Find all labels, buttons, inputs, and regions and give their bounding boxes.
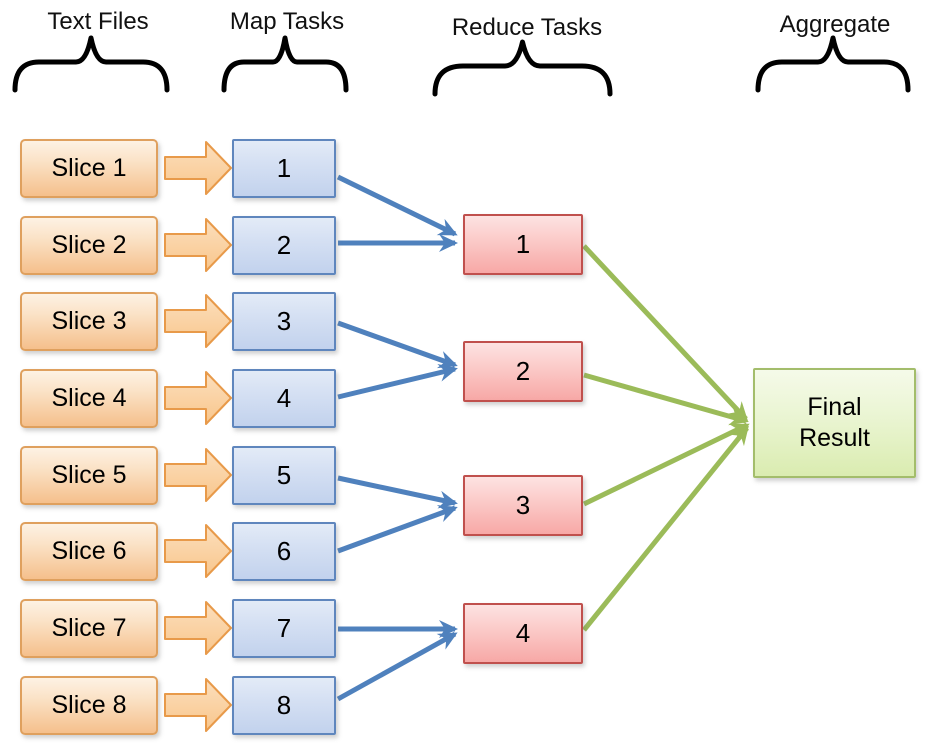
arrow-reduce4-final <box>582 425 749 632</box>
reduce-task-label: 3 <box>515 490 531 520</box>
map-task-label: 6 <box>276 536 292 566</box>
arrow-map3-reduce2 <box>337 320 458 369</box>
arrow-map1-reduce1 <box>336 174 458 237</box>
map-task-box-3: 3 <box>232 292 336 351</box>
slice-label: Slice 1 <box>51 154 127 182</box>
arrow-reduce2-final <box>583 372 749 426</box>
block-arrow-slice2 <box>164 218 232 272</box>
map-task-box-4: 4 <box>232 369 336 428</box>
slice-label: Slice 2 <box>51 231 127 259</box>
arrow-map8-reduce4 <box>336 631 458 702</box>
brace-reduce-tasks <box>432 39 613 97</box>
brace-aggregate <box>755 35 911 93</box>
map-task-label: 8 <box>276 690 292 720</box>
slice-box-5: Slice 5 <box>20 446 158 505</box>
header-aggregate: Aggregate <box>779 11 891 38</box>
block-arrow-slice4 <box>164 371 232 425</box>
reduce-task-label: 2 <box>515 356 531 386</box>
map-task-box-6: 6 <box>232 522 336 581</box>
brace-map-tasks <box>221 35 349 93</box>
reduce-task-box-1: 1 <box>463 214 583 275</box>
block-arrow-slice1 <box>164 141 232 195</box>
block-arrow-slice7 <box>164 601 232 655</box>
slice-box-1: Slice 1 <box>20 139 158 198</box>
slice-box-3: Slice 3 <box>20 292 158 351</box>
arrow-map6-reduce3 <box>337 505 458 554</box>
map-task-label: 3 <box>276 306 292 336</box>
arrow-map4-reduce2 <box>337 363 458 400</box>
reduce-task-box-2: 2 <box>463 341 583 402</box>
reduce-task-label: 1 <box>515 229 531 259</box>
block-arrow-slice8 <box>164 678 232 732</box>
arrow-reduce1-final <box>582 244 749 422</box>
map-task-label: 2 <box>276 230 292 260</box>
final-result-box: Final Result <box>753 368 916 478</box>
slice-box-6: Slice 6 <box>20 522 158 581</box>
reduce-task-box-4: 4 <box>463 603 583 664</box>
map-task-box-1: 1 <box>232 139 336 198</box>
block-arrow-slice5 <box>164 448 232 502</box>
map-task-box-8: 8 <box>232 676 336 735</box>
block-arrow-slice6 <box>164 524 232 578</box>
map-task-label: 7 <box>276 613 292 643</box>
slice-label: Slice 4 <box>51 384 127 412</box>
header-reduce-tasks: Reduce Tasks <box>451 14 603 41</box>
map-task-label: 5 <box>276 460 292 490</box>
final-result-label: Final Result <box>799 392 870 452</box>
slice-box-4: Slice 4 <box>20 369 158 428</box>
map-task-label: 4 <box>276 383 292 413</box>
header-map-tasks: Map Tasks <box>229 8 345 35</box>
slice-box-7: Slice 7 <box>20 599 158 658</box>
arrow-map5-reduce3 <box>337 475 458 509</box>
brace-text-files <box>12 35 170 93</box>
block-arrow-slice3 <box>164 294 232 348</box>
slice-label: Slice 5 <box>51 461 127 489</box>
header-text-files: Text Files <box>47 8 149 35</box>
reduce-task-label: 4 <box>515 618 531 648</box>
slice-label: Slice 6 <box>51 537 127 565</box>
map-task-label: 1 <box>276 153 292 183</box>
slice-label: Slice 3 <box>51 307 127 335</box>
map-task-box-2: 2 <box>232 216 336 275</box>
slice-label: Slice 7 <box>51 614 127 642</box>
arrow-reduce3-final <box>582 422 750 507</box>
slice-label: Slice 8 <box>51 691 127 719</box>
map-task-box-7: 7 <box>232 599 336 658</box>
map-task-box-5: 5 <box>232 446 336 505</box>
reduce-task-box-3: 3 <box>463 475 583 536</box>
slice-box-2: Slice 2 <box>20 216 158 275</box>
slice-box-8: Slice 8 <box>20 676 158 735</box>
